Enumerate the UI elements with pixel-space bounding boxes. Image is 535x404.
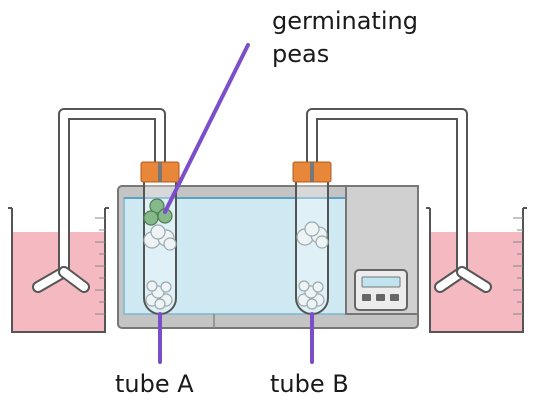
cotton-wool-tube-a <box>143 224 177 251</box>
glass-beads-tube-b <box>297 280 325 310</box>
peas-label-line1: germinating <box>272 7 418 35</box>
right-beaker <box>426 207 527 333</box>
right-delivery-tube <box>306 108 492 293</box>
left-delivery-tube <box>32 108 166 293</box>
peas-label-line2: peas <box>272 40 329 68</box>
tube-a <box>140 161 180 315</box>
tube-b <box>292 161 332 315</box>
label-pointers <box>158 43 314 364</box>
cotton-wool-tube-b <box>296 221 329 249</box>
germinating-peas <box>143 198 173 226</box>
peas-pointer-line <box>163 43 250 214</box>
tube-a-label: tube A <box>115 370 194 398</box>
glass-beads-tube-a <box>145 280 173 310</box>
tube-b-label: tube B <box>270 370 349 398</box>
bath-control-panel <box>354 269 408 311</box>
